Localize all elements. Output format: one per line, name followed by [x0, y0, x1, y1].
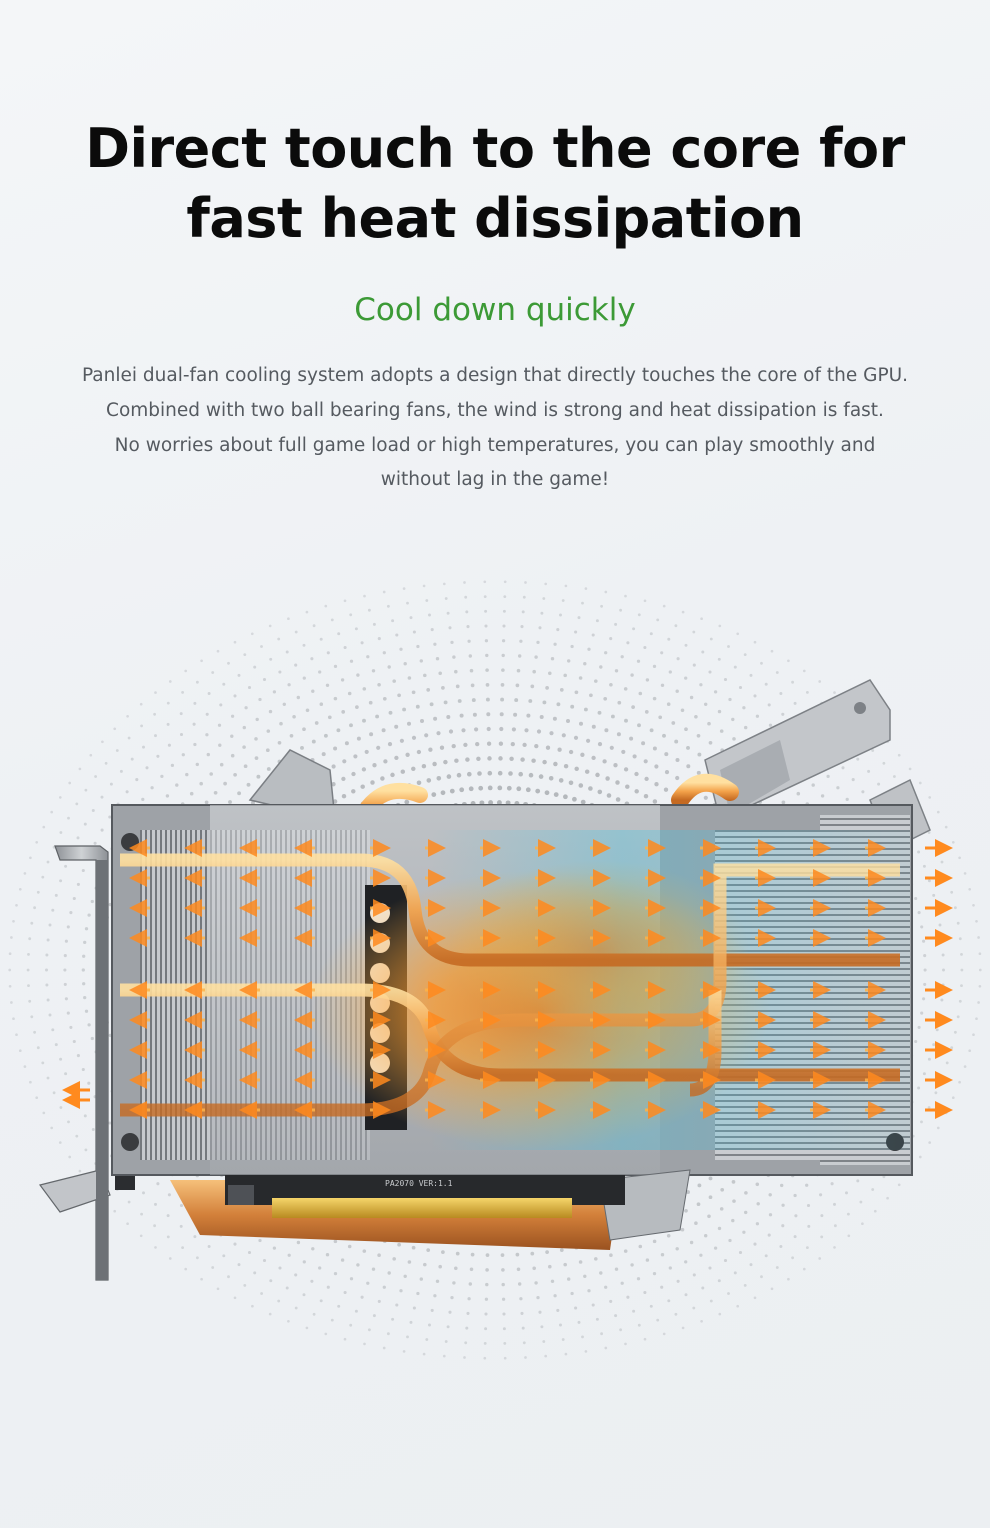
subheadline: Cool down quickly [354, 292, 636, 328]
feature-description: Panlei dual-fan cooling system adopts a … [60, 359, 930, 498]
headline-line-1: Direct touch to the core for [85, 117, 905, 180]
description-line-2: Combined with two ball bearing fans, the… [106, 399, 884, 421]
description-line-3: No worries about full game load or high … [114, 434, 876, 456]
description-line-1: Panlei dual-fan cooling system adopts a … [81, 365, 909, 386]
pcb-edge: PA2070 VER:1.1 [170, 1169, 691, 1250]
pcb-label: PA2070 VER:1.1 [385, 1179, 453, 1188]
pcie-connector [272, 1198, 572, 1218]
headline-line-2: fast heat dissipation [186, 187, 804, 250]
headline: Direct touch to the core for fast heat d… [0, 114, 990, 254]
airflow-arrow-icon [62, 839, 953, 1119]
description-line-4: without lag in the game! [380, 469, 610, 491]
graphics-card-illustration: PA2070 VER:1.1 [0, 530, 990, 1450]
